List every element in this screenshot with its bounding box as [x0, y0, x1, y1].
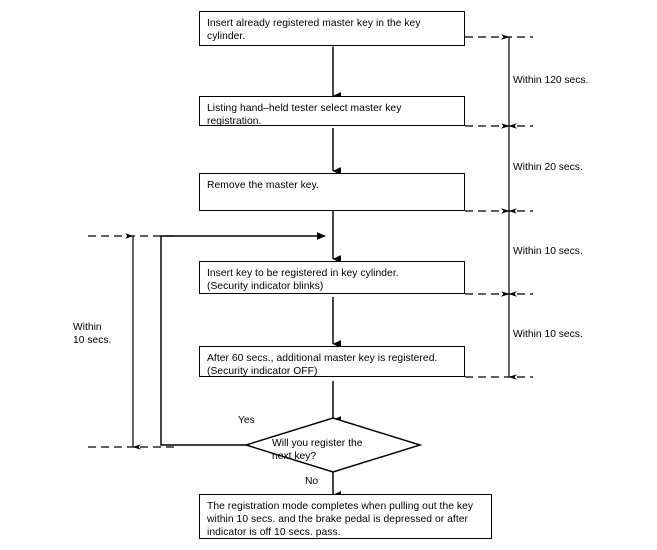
decision-label: Will you register the next key?	[272, 438, 363, 463]
timing-label-within-10-secs-upper: Within 10 secs.	[513, 246, 583, 257]
process-box-step3: Remove the master key.	[199, 173, 465, 211]
branch-label-no: No	[305, 476, 319, 487]
timing-label-left-within-10-secs: Within 10 secs.	[73, 322, 112, 347]
loop-back-path	[160, 232, 326, 446]
right-dimension-ticks	[465, 36, 533, 378]
process-box-step1: Insert already registered master key in …	[199, 11, 465, 46]
left-dimension-line	[88, 233, 175, 450]
process-box-step2: Listing hand–held tester select master k…	[199, 96, 465, 127]
timing-label-within-120-secs: Within 120 secs.	[513, 75, 589, 86]
decision-diamond	[243, 417, 423, 473]
process-box-step5: After 60 secs., additional master key is…	[199, 346, 465, 377]
process-box-step4: Insert key to be registered in key cylin…	[199, 261, 465, 294]
process-box-step6: The registration mode completes when pul…	[199, 494, 492, 539]
timing-label-within-10-secs-lower: Within 10 secs.	[513, 329, 583, 340]
timing-label-within-20-secs: Within 20 secs.	[513, 162, 583, 173]
branch-label-yes: Yes	[238, 415, 255, 426]
